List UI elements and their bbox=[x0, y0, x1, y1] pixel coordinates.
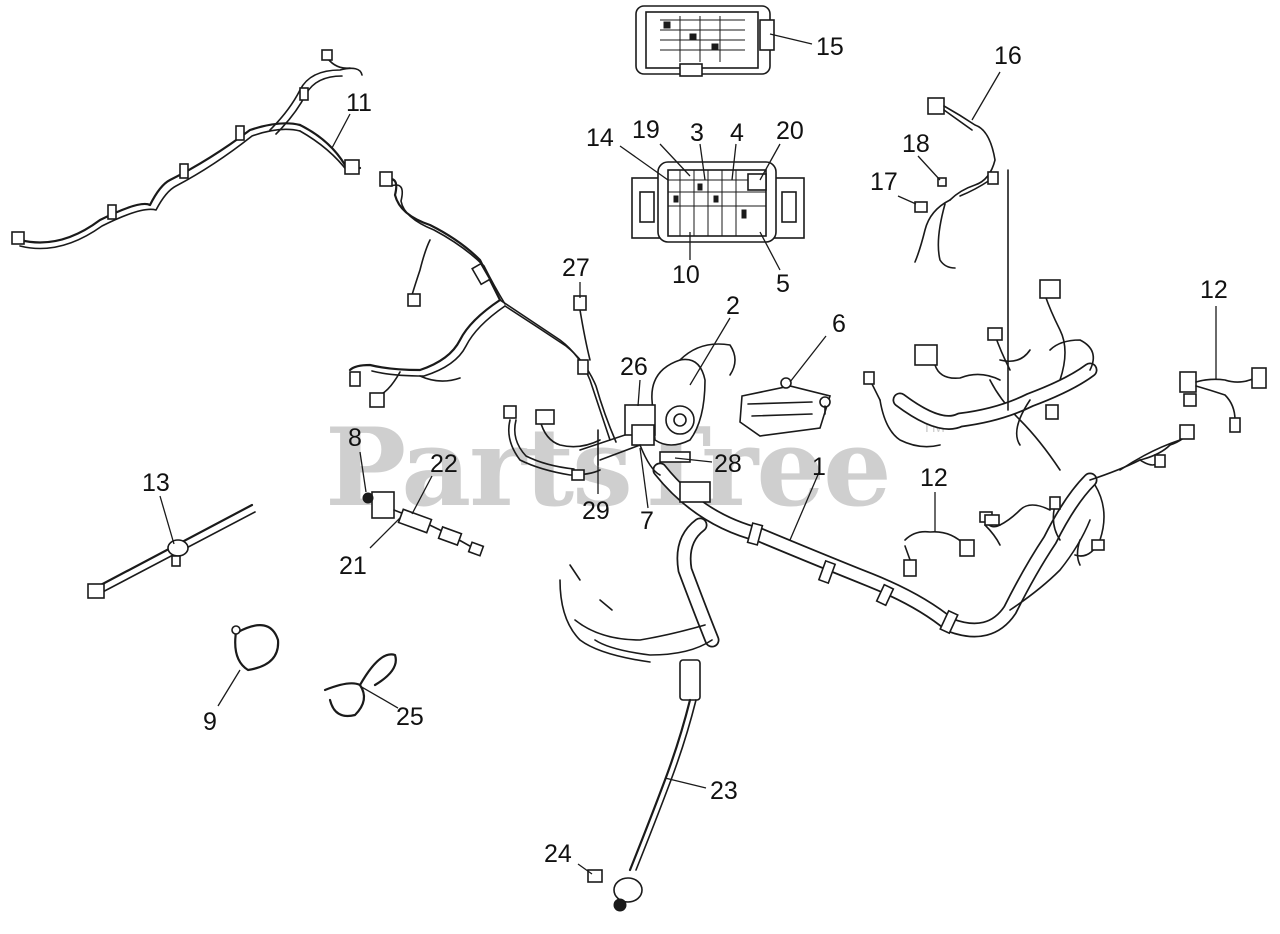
callout-27[interactable]: 27 bbox=[562, 254, 590, 282]
main-harness[interactable] bbox=[559, 379, 1195, 663]
callout-4[interactable]: 4 bbox=[730, 119, 744, 147]
callout-11[interactable]: 11 bbox=[346, 89, 372, 117]
callout-7[interactable]: 7 bbox=[640, 507, 654, 535]
speed-sensor-23[interactable] bbox=[587, 659, 701, 912]
callouts: 1 2 3 4 5 6 7 8 9 10 11 12 12 bbox=[142, 33, 1228, 875]
callout-6[interactable]: 6 bbox=[832, 310, 846, 338]
callout-13[interactable]: 13 bbox=[142, 469, 170, 497]
sensor-assembly-21-22[interactable] bbox=[362, 491, 485, 557]
callout-25[interactable]: 25 bbox=[396, 703, 424, 731]
fuse-block-cover[interactable] bbox=[635, 5, 775, 77]
middle-left-branch[interactable] bbox=[503, 405, 641, 481]
callout-2[interactable]: 2 bbox=[726, 292, 740, 320]
callout-3[interactable]: 3 bbox=[690, 119, 704, 147]
callout-20[interactable]: 20 bbox=[776, 117, 804, 145]
sensor-harness-12-middle[interactable] bbox=[903, 514, 1001, 577]
cable-tie-mount[interactable] bbox=[87, 503, 256, 599]
callout-28[interactable]: 28 bbox=[714, 450, 742, 478]
callout-9[interactable]: 9 bbox=[203, 708, 217, 736]
callout-26[interactable]: 26 bbox=[620, 353, 648, 381]
double-cable-tie[interactable] bbox=[323, 653, 397, 718]
relay-module[interactable] bbox=[739, 377, 832, 437]
callout-12-middle[interactable]: 12 bbox=[920, 464, 948, 492]
callout-8[interactable]: 8 bbox=[348, 424, 362, 452]
callout-19[interactable]: 19 bbox=[632, 116, 660, 144]
sensor-harness-12-right[interactable] bbox=[1179, 367, 1267, 433]
callout-23[interactable]: 23 bbox=[710, 777, 738, 805]
callout-21[interactable]: 21 bbox=[339, 552, 367, 580]
callout-12-right[interactable]: 12 bbox=[1200, 276, 1228, 304]
callout-17[interactable]: 17 bbox=[870, 168, 898, 196]
fuse-block-base[interactable] bbox=[631, 161, 805, 243]
callout-16[interactable]: 16 bbox=[994, 42, 1022, 70]
sub-harness-16[interactable] bbox=[914, 97, 999, 269]
callout-5[interactable]: 5 bbox=[776, 270, 790, 298]
callout-18[interactable]: 18 bbox=[902, 130, 930, 158]
callout-15[interactable]: 15 bbox=[816, 33, 844, 61]
callout-29[interactable]: 29 bbox=[582, 497, 610, 525]
callout-1[interactable]: 1 bbox=[812, 453, 826, 481]
left-harness[interactable] bbox=[11, 49, 617, 443]
callout-22[interactable]: 22 bbox=[430, 450, 458, 478]
callout-14[interactable]: 14 bbox=[586, 124, 614, 152]
callout-10[interactable]: 10 bbox=[672, 261, 700, 289]
upper-right-harness[interactable] bbox=[863, 169, 1098, 448]
callout-24[interactable]: 24 bbox=[544, 840, 572, 868]
cable-tie-loop[interactable] bbox=[231, 624, 280, 672]
